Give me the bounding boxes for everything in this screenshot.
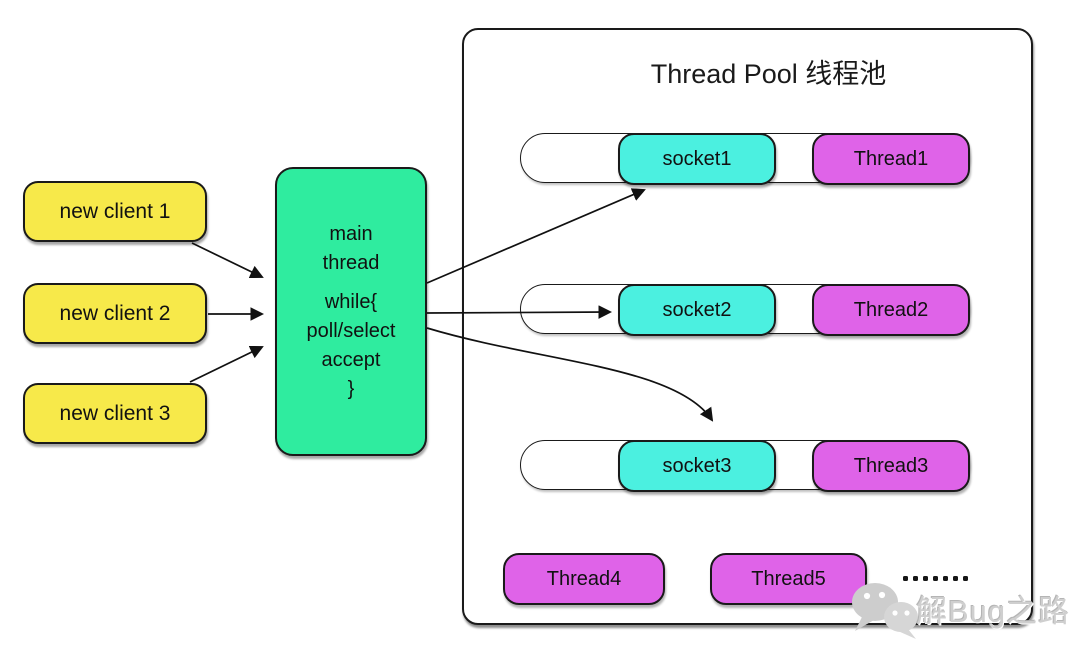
thread-box-5: Thread5 xyxy=(710,553,867,605)
client-box-1: new client 1 xyxy=(23,181,207,242)
thread-box-2: Thread2 xyxy=(812,284,970,336)
thread-label-3: Thread3 xyxy=(853,454,929,477)
watermark-text: 解Bug之路 xyxy=(916,594,1071,629)
client-box-2: new client 2 xyxy=(23,283,207,344)
main-thread-loop-line-4: } xyxy=(347,377,355,400)
main-thread-loop-line-2: poll/select xyxy=(306,319,396,342)
socket-label-3: socket3 xyxy=(662,454,732,477)
main-thread-box: main thread while{ poll/select accept } xyxy=(275,167,427,456)
arrow-client1-to-main xyxy=(191,242,264,279)
socket-label-1: socket1 xyxy=(662,147,732,170)
dot xyxy=(923,576,928,581)
socket-label-2: socket2 xyxy=(662,298,732,321)
dot xyxy=(943,576,948,581)
ellipsis-dots xyxy=(903,576,968,581)
socket-box-3: socket3 xyxy=(618,440,776,492)
thread-box-1: Thread1 xyxy=(812,133,970,185)
dot xyxy=(903,576,908,581)
thread-pool-title: Thread Pool 线程池 xyxy=(650,59,887,89)
thread-box-4: Thread4 xyxy=(503,553,665,605)
thread-label-4: Thread4 xyxy=(546,567,622,590)
client-label-1: new client 1 xyxy=(59,199,171,223)
wechat-icon xyxy=(852,583,918,639)
main-thread-loop-line-3: accept xyxy=(321,348,381,371)
thread-label-1: Thread1 xyxy=(853,147,929,170)
arrow-client3-to-main xyxy=(189,345,264,383)
dot xyxy=(953,576,958,581)
main-thread-name-line-1: main xyxy=(329,222,373,245)
main-thread-loop-line-1: while{ xyxy=(324,290,378,313)
client-box-3: new client 3 xyxy=(23,383,207,444)
main-thread-name-line-2: thread xyxy=(322,251,380,274)
thread-box-3: Thread3 xyxy=(812,440,970,492)
socket-box-1: socket1 xyxy=(618,133,776,185)
client-label-3: new client 3 xyxy=(59,401,171,425)
thread-label-2: Thread2 xyxy=(853,298,929,321)
socket-box-2: socket2 xyxy=(618,284,776,336)
dot xyxy=(933,576,938,581)
dot xyxy=(913,576,918,581)
dot xyxy=(963,576,968,581)
thread-label-5: Thread5 xyxy=(751,567,826,590)
client-label-2: new client 2 xyxy=(59,301,171,325)
